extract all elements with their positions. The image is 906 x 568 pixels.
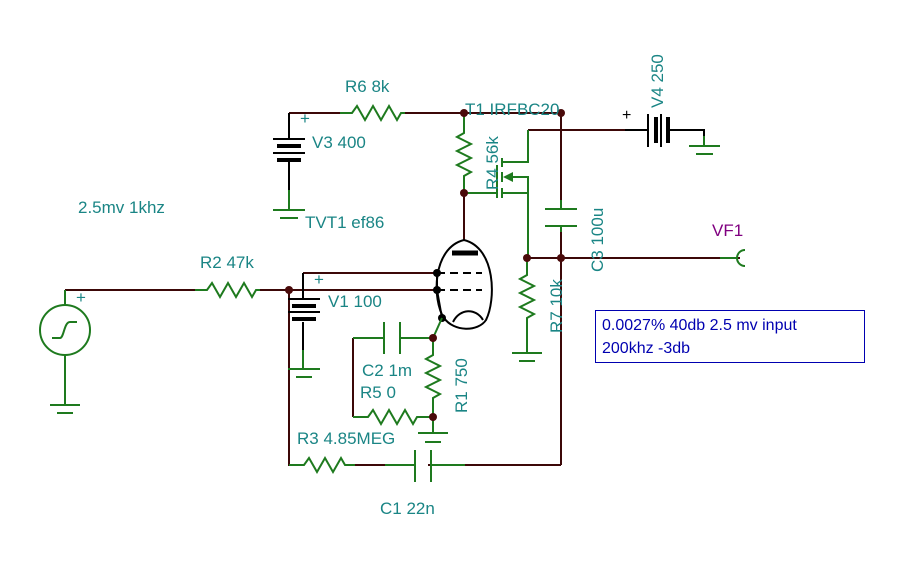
- source-label: 2.5mv 1khz: [78, 198, 165, 217]
- label-r6: R6 8k: [345, 77, 390, 96]
- label-t1: T1 IRFBC20: [465, 100, 559, 119]
- label-c1: C1 22n: [380, 499, 435, 518]
- battery-v3[interactable]: [273, 113, 305, 219]
- junction-dots: [285, 109, 565, 421]
- plus-sign-v4: +: [622, 107, 631, 124]
- note-line-2: 200khz -3db: [602, 340, 690, 357]
- label-r1: R1 750: [452, 358, 471, 413]
- label-r4: R4 56k: [483, 136, 502, 190]
- probe-vf1[interactable]: [720, 249, 746, 267]
- resistor-r5[interactable]: [353, 407, 433, 427]
- label-v4: V4 250: [648, 54, 667, 108]
- note-line-1: 0.0027% 40db 2.5 mv input: [602, 317, 797, 334]
- capacitor-c3[interactable]: [545, 200, 577, 232]
- label-tvt1: TVT1 ef86: [305, 213, 384, 232]
- label-v1: V1 100: [328, 292, 382, 311]
- signal-source[interactable]: [39, 290, 91, 414]
- resistor-r3[interactable]: [289, 455, 355, 475]
- vacuum-tube-tvt1[interactable]: [432, 238, 493, 339]
- capacitor-c2[interactable]: [353, 322, 433, 354]
- battery-v1[interactable]: [288, 273, 320, 378]
- resistor-r1[interactable]: [418, 338, 448, 443]
- label-c2: C2 1m: [362, 361, 412, 380]
- plus-sign-v3: +: [300, 109, 310, 128]
- label-v3: V3 400: [312, 133, 366, 152]
- note-box: 0.0027% 40db 2.5 mv input 200khz -3db: [595, 310, 865, 363]
- capacitor-c1[interactable]: [385, 450, 465, 482]
- resistor-r4[interactable]: [454, 113, 497, 194]
- label-r2: R2 47k: [200, 253, 254, 272]
- plus-sign-source: +: [76, 288, 86, 307]
- resistor-r2[interactable]: [195, 280, 260, 300]
- label-r5: R5 0: [360, 383, 396, 402]
- wires: [65, 112, 740, 466]
- plus-sign-v1: +: [314, 270, 324, 289]
- label-r7: R7 10k: [547, 279, 566, 333]
- resistor-r6[interactable]: [340, 103, 405, 123]
- label-r3: R3 4.85MEG: [297, 429, 395, 448]
- mosfet-t1[interactable]: [496, 130, 529, 258]
- label-vf1: VF1: [712, 221, 743, 240]
- battery-v4[interactable]: [625, 114, 720, 155]
- resistor-r7[interactable]: [512, 258, 542, 362]
- label-c3: C3 100u: [588, 208, 607, 272]
